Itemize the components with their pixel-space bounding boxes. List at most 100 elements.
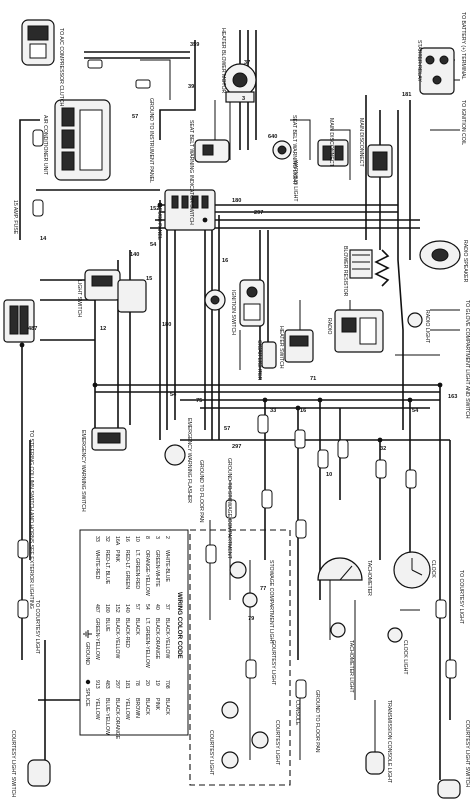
legend-row: 32 RED-LT. BLUE 180 BLUE 483 BLUE-YELLOW [104,536,110,735]
svg-text:LT. GREEN-YELLOW: LT. GREEN-YELLOW [144,618,150,668]
label-cigar-lighter: CIGAR LIGHTER [256,340,262,381]
svg-text:GREEN-YELLOW: GREEN-YELLOW [94,618,100,660]
svg-text:708: 708 [164,680,170,689]
label-main-disconnect-2: MAIN DISCONNECT [358,118,364,168]
ac-compressor-clutch-connector [21,19,55,66]
cigar-lighter [261,341,277,369]
radio [334,309,384,353]
svg-text:RED-LT. BLUE: RED-LT. BLUE [104,550,110,585]
svg-text:BLACK: BLACK [164,698,170,716]
svg-text:913: 913 [94,680,100,689]
harness-trunks [19,30,451,780]
svg-text:54: 54 [144,604,150,610]
stowage-compartment-light [229,561,258,608]
circuit-number: 12 [100,326,106,332]
label-tachometer-light: TACHOMETER LIGHT [348,640,354,693]
circuit-number: 359 [190,42,199,48]
svg-text:BLACK: BLACK [134,618,140,636]
main-disconnect-1 [317,139,349,167]
label-seat-belt-switch: SEAT BELT WARNING INDICATOR SWITCH [188,120,194,225]
label-ground-stowage: GROUND TO STOWAGE COMPARTMENT [226,458,232,560]
label-console: CONSOLE [294,700,300,726]
circuit-number: 37 [244,60,250,66]
label-starter-relay: STARTER RELAY [416,40,422,82]
svg-text:BLUE: BLUE [104,618,110,632]
label-courtesy-switch-left: COURTESY LIGHT SWITCH [10,730,16,797]
label-courtesy-light-3: COURTESY LIGHT [208,730,214,776]
svg-text:19: 19 [154,680,160,686]
svg-text:LT. GREEN-RED: LT. GREEN-RED [134,550,140,589]
label-to-courtesy-light-right: TO COURTESY LIGHT [458,570,464,625]
svg-text:78: 78 [134,680,140,686]
light-switch-bracket [117,279,147,313]
label-heater-switch: HEATER SWITCH [278,326,284,369]
label-to-ignition-coil: TO IGNITION COIL [460,100,466,145]
circuit-number: 180 [232,198,241,204]
circuit-number: 3 [242,96,245,102]
label-ground-floor-pan-1: GROUND TO FLOOR PAN [198,460,204,523]
svg-text:BLACK: BLACK [144,698,150,716]
starter-relay [419,47,455,95]
radio-speaker [419,240,461,270]
circuit-number: 152 [150,206,159,212]
label-steering-column: TO STEERING COLUMN SWITCH AND HORNS SEE … [28,430,34,609]
circuit-number: 54 [150,242,157,248]
svg-text:3: 3 [154,536,160,539]
courtesy-light-switch-left [27,759,51,787]
console-outline [189,529,291,786]
label-to-battery: TO BATTERY (+) TERMINAL [460,12,466,80]
circuit-number: 54 [170,392,177,398]
emergency-warning-flasher [164,444,186,466]
svg-text:487: 487 [94,604,100,613]
seat-belt-warning-switch [194,139,230,163]
circuit-number: 32 [380,446,386,452]
circuit-number: 15 [146,276,152,282]
circuit-number-labels: 359 37 57 14 152 180 640 297 54 16 140 1… [28,42,457,622]
radio-light [407,312,423,328]
courtesy-light-2 [251,731,269,749]
circuit-number: 14 [40,236,47,242]
legend-row: 16A PINK 152 BLACK-YELLOW 297 BLACK-ORAN… [114,536,120,740]
label-to-courtesy-light-left: TO COURTESY LIGHT [34,600,40,655]
svg-text:140: 140 [124,604,130,613]
circuit-number: 640 [268,134,277,140]
svg-text:PINK: PINK [154,698,160,711]
clock-light [387,627,403,643]
inline-connectors [17,59,457,699]
legend-splice: SPLICE [84,679,91,707]
legend-ground-label: GROUND [84,642,90,665]
svg-text:37: 37 [164,604,170,610]
label-ground-floor-pan-2: GROUND TO FLOOR PAN [314,690,320,753]
circuit-number: 79 [248,616,254,622]
circuit-number: 487 [28,326,37,332]
svg-text:BLACK-YELLOW: BLACK-YELLOW [114,618,120,658]
seat-belt-warning-light [272,140,292,160]
svg-text:BLUE-YELLOW: BLUE-YELLOW [104,698,110,735]
label-heater-blower-motor: HEATER BLOWER MOTOR [220,28,226,93]
svg-text:10: 10 [134,536,140,542]
legend-row: 16 RED-LT. GREEN 140 BLACK-RED 181 YELLO… [124,536,130,720]
label-radio: RADIO [326,318,332,334]
label-radio-speaker: RADIO SPEAKER [462,240,468,283]
label-ignition-switch: IGNITION SWITCH [230,290,236,335]
label-air-conditioner-unit: AIR CONDITIONER UNIT [42,115,48,176]
legend-row: 8 ORANGE-YELLOW 54 LT. GREEN-YELLOW 20 B… [144,536,150,716]
label-glove-compartment: TO GLOVE COMPARTMENT LIGHT AND SWITCH [464,300,470,419]
svg-text:180: 180 [104,604,110,613]
circuit-number: 297 [232,444,241,450]
circuit-number: 181 [402,92,411,98]
circuit-number: 140 [130,252,139,258]
circuit-number: 39 [188,84,194,90]
svg-text:32: 32 [104,536,110,542]
emergency-warning-switch [91,427,127,451]
clock [393,551,431,589]
left-side-connector [3,299,35,343]
svg-text:2: 2 [164,536,170,539]
circuit-number: 33 [270,408,276,414]
svg-text:297: 297 [114,680,120,689]
circuit-number: 297 [254,210,263,216]
circuit-number: 77 [260,586,266,592]
svg-text:GREEN-WHITE: GREEN-WHITE [154,550,160,587]
label-fuse-panel: FUSE PANEL [156,208,162,240]
courtesy-light-switch-right [437,779,461,799]
